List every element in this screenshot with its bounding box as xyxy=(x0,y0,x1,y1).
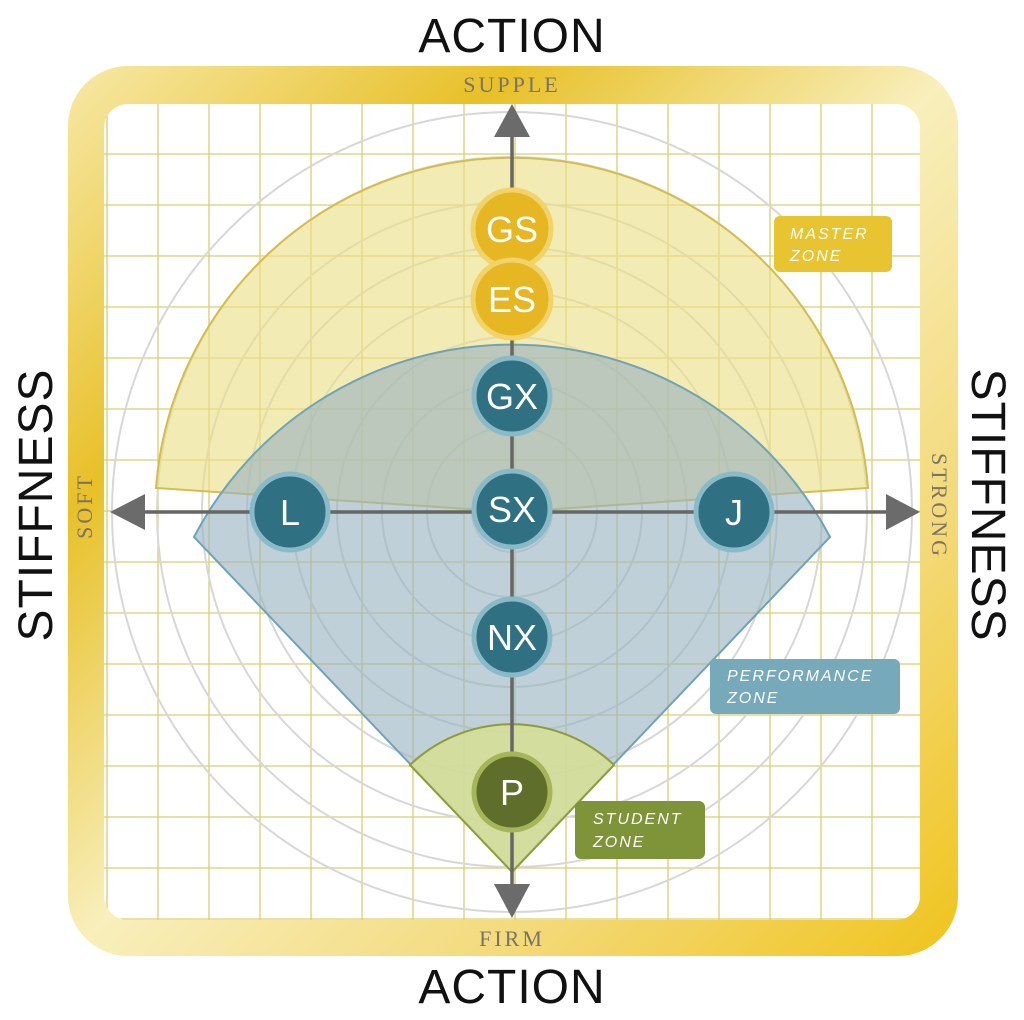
node-gs: GS xyxy=(470,187,554,271)
axis-label-supple: SUPPLE xyxy=(463,72,560,97)
axis-arrowheads xyxy=(110,104,920,918)
node-l: L xyxy=(249,471,331,553)
node-j: J xyxy=(693,471,775,553)
node-gs-label: GS xyxy=(486,209,538,250)
performance-zone-line-2: ZONE xyxy=(726,690,779,707)
student-zone-line-2: ZONE xyxy=(592,834,645,851)
node-gx-label: GX xyxy=(486,376,538,417)
student-zone-label: STUDENT ZONE xyxy=(575,801,705,859)
arrow-left-icon xyxy=(110,494,145,530)
master-zone-line-1: MASTER xyxy=(790,226,869,243)
axis-label-firm: FIRM xyxy=(479,926,545,951)
arrow-up-icon xyxy=(494,104,530,137)
node-gx: GX xyxy=(471,355,553,437)
node-nx-label: NX xyxy=(487,617,537,658)
node-sx: SX xyxy=(471,468,553,550)
right-axis-title: STIFFNESS xyxy=(961,368,1014,641)
performance-zone-label: PERFORMANCE ZONE xyxy=(710,659,900,714)
left-axis-title: STIFFNESS xyxy=(10,368,63,641)
arrow-down-icon xyxy=(494,884,530,918)
master-zone-label: MASTER ZONE xyxy=(774,216,892,272)
performance-zone-line-1: PERFORMANCE xyxy=(727,668,873,685)
node-sx-label: SX xyxy=(488,489,536,530)
node-nx: NX xyxy=(471,596,553,678)
axis-label-soft: SOFT xyxy=(72,473,97,539)
top-axis-title: ACTION xyxy=(418,10,605,63)
arrow-right-icon xyxy=(886,494,920,530)
node-p: P xyxy=(471,751,553,833)
node-l-label: L xyxy=(280,492,300,533)
node-j-label: J xyxy=(725,492,743,533)
node-es: ES xyxy=(470,257,554,341)
master-zone-line-2: ZONE xyxy=(789,248,842,265)
node-es-label: ES xyxy=(488,279,536,320)
axis-label-strong: STRONG xyxy=(927,453,952,559)
student-zone-line-1: STUDENT xyxy=(593,811,683,828)
node-p-label: P xyxy=(500,772,524,813)
bottom-axis-title: ACTION xyxy=(418,961,605,1014)
